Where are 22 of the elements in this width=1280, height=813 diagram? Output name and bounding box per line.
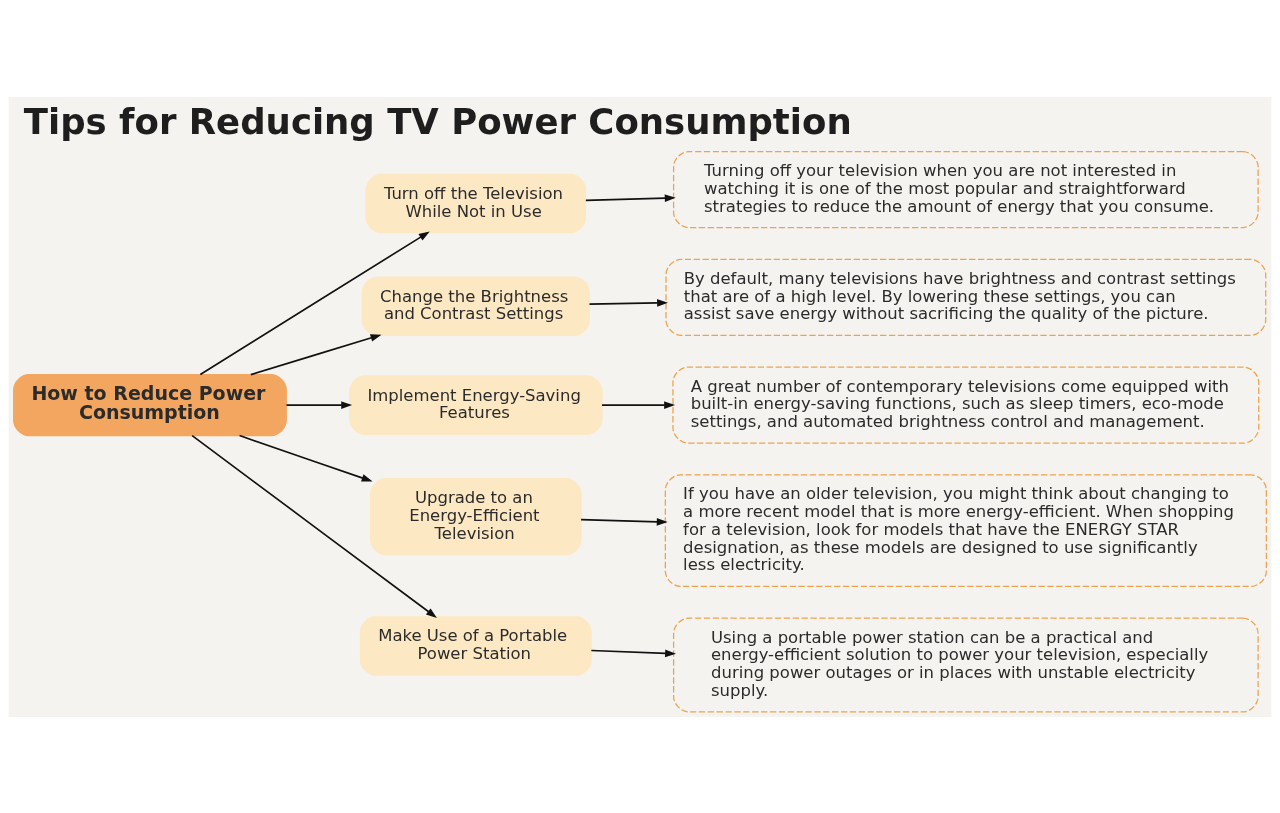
node-box: Upgrade to an Energy-Efficient Television	[369, 477, 582, 555]
node-box: Turning off your television when you are not interested in watching it is one of the most popular and straightforward strategies to reduce the amount of energy that you consume.	[672, 150, 1259, 228]
arrow	[285, 400, 353, 409]
node-box: A great number of contemporary televisions come equipped with built-in energy-saving functions, such as sleep timers, eco-mode settings, and automated brightness control and management.	[672, 365, 1260, 444]
arrow	[191, 434, 437, 618]
node-box: By default, many televisions have brightness and contrast settings that are of a high level. By lowering these settings, you can assist save energy without sacrificing the quality of the picture.	[665, 258, 1267, 336]
node-box: If you have an older television, you might think about changing to a more recent model that is more energy-efficient. When shopping for a television, look for models that have the ENERGY STAR designation, as these models are designed to use significantly less electricity.	[664, 473, 1267, 587]
arrow	[601, 400, 676, 409]
arrow	[588, 298, 669, 307]
node-box: Implement Energy-Saving Features	[349, 374, 603, 435]
node-box: Change the Brightness and Contrast Settings	[361, 275, 590, 336]
arrow	[238, 434, 373, 482]
arrow	[580, 517, 668, 526]
arrow	[590, 649, 677, 657]
arrow	[250, 333, 382, 375]
node-box: Make Use of a Portable Power Station	[359, 615, 592, 676]
node-box: How to Reduce Power Consumption	[13, 373, 287, 436]
node-box: Using a portable power station can be a practical and energy-efficient solution to power your television, especially during power outages or in places with unstable electricity supply.	[672, 616, 1259, 713]
arrow	[585, 193, 676, 202]
arrow	[199, 230, 430, 375]
diagram-title: Tips for Reducing TV Power Consumption	[23, 100, 852, 142]
node-box: Turn off the Television While Not in Use	[365, 173, 587, 233]
